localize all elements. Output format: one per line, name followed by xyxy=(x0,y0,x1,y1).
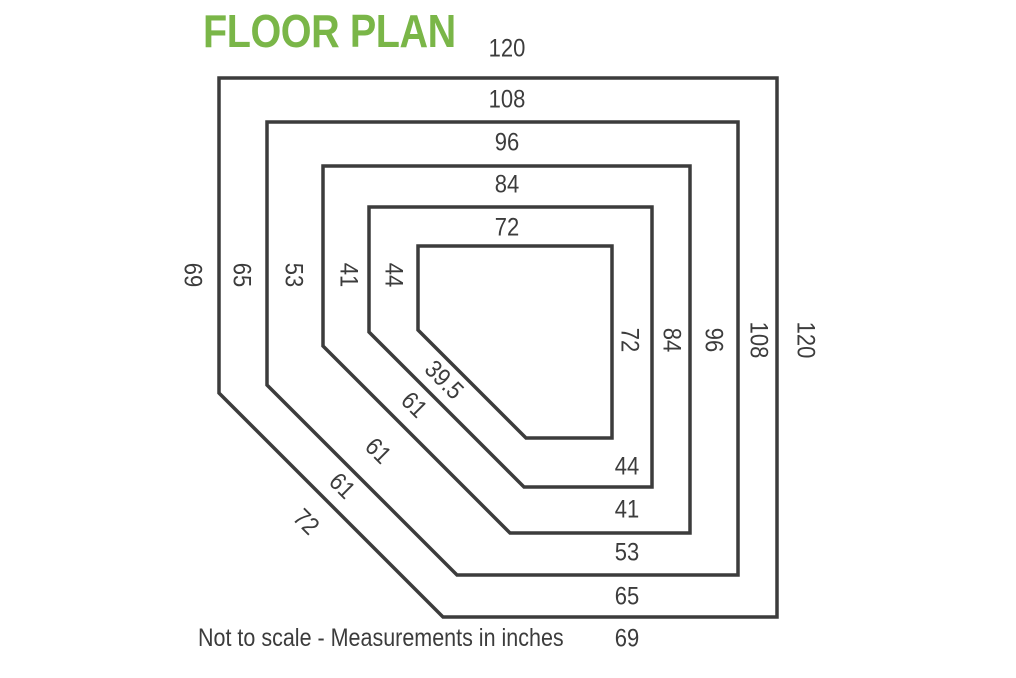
dim-left-3: 53 xyxy=(280,263,308,287)
dim-left-1: 69 xyxy=(179,263,207,287)
dim-top-4: 84 xyxy=(495,170,519,198)
dim-bottom-2: 65 xyxy=(615,582,639,610)
dim-bottom-5: 44 xyxy=(615,452,639,480)
dim-bottom-4: 41 xyxy=(615,495,639,523)
dim-left-4: 41 xyxy=(335,263,363,287)
dim-right-1: 120 xyxy=(792,322,820,359)
diagram-title: FLOOR PLAN xyxy=(203,5,456,57)
outline-2 xyxy=(265,120,740,577)
dim-bottom-1: 69 xyxy=(615,624,639,652)
dim-top-1: 120 xyxy=(489,34,526,62)
dim-diagonal-1: 72 xyxy=(288,503,325,540)
dim-left-2: 65 xyxy=(228,263,256,287)
dim-right-2: 108 xyxy=(745,322,773,359)
dim-right-3: 96 xyxy=(700,328,728,352)
dim-diagonal-3: 61 xyxy=(360,432,397,469)
dim-left-5: 44 xyxy=(380,263,408,287)
dim-top-5: 72 xyxy=(495,213,519,241)
outline-5 xyxy=(416,244,614,440)
dim-top-2: 108 xyxy=(489,85,526,113)
outline-1 xyxy=(217,76,779,619)
dim-top-3: 96 xyxy=(495,128,519,156)
scale-note: Not to scale - Measurements in inches xyxy=(198,624,564,652)
dim-bottom-3: 53 xyxy=(615,538,639,566)
outline-3 xyxy=(321,164,692,535)
dim-right-5: 72 xyxy=(616,328,644,352)
dim-right-4: 84 xyxy=(658,328,686,352)
outline-4 xyxy=(367,205,654,489)
